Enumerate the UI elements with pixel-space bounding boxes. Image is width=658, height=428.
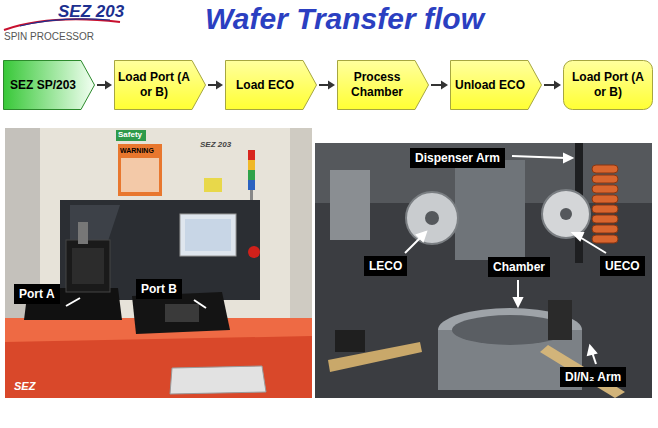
logo-subtitle: SPIN PROCESSOR: [4, 31, 94, 42]
arrow-head: [105, 81, 112, 90]
sticker-text: Safety: [118, 130, 142, 140]
arrow-head: [554, 81, 561, 90]
flow-connector: [431, 81, 448, 90]
chevron-outline: [115, 61, 206, 110]
box-label: Load Port (A or B): [567, 70, 649, 100]
part-name: Port A: [14, 284, 60, 304]
flow-connector: [319, 81, 335, 90]
part-name: LECO: [364, 256, 407, 276]
process-box: Load Port (A or B): [563, 60, 653, 110]
process-box: Process Chamber: [337, 60, 429, 110]
machine-badge: SEZ 203: [200, 140, 231, 149]
connector-line: [208, 84, 216, 86]
chevron-outline: [338, 61, 429, 110]
connector-line: [544, 84, 554, 86]
part-name: Dispenser Arm: [410, 148, 505, 168]
box-label: Load ECO: [236, 78, 294, 93]
box-label: SEZ SP/203: [10, 78, 76, 93]
part-name: Port B: [136, 279, 182, 299]
arrow-head: [328, 81, 335, 90]
process-box: Load Port (A or B): [114, 60, 206, 110]
box-label: Load Port (A or B): [118, 70, 190, 100]
box-label: Process Chamber: [341, 70, 413, 100]
start-box: SEZ SP/203: [3, 60, 95, 110]
connector-line: [431, 84, 441, 86]
part-name: DI/N₂ Arm: [560, 367, 626, 387]
diagram-title: Wafer Transfer flow: [205, 2, 484, 36]
tool-interior-photo: [315, 143, 652, 398]
tool-front-photo: [5, 128, 312, 398]
chevron-outline: [4, 61, 95, 110]
flow-connector: [97, 81, 112, 90]
process-box: Unload ECO: [450, 60, 542, 110]
flow-connector: [544, 81, 561, 90]
sticker-text: WARNING: [120, 146, 154, 155]
logo-text: SEZ 203: [58, 2, 124, 22]
arrow-head: [216, 81, 223, 90]
connector-line: [319, 84, 328, 86]
leader-lines: [66, 154, 606, 364]
arrow-head: [441, 81, 448, 90]
rounded-outline: [564, 61, 653, 110]
chevron-outline: [226, 61, 317, 110]
flow-connector: [208, 81, 223, 90]
chevron-outline: [451, 61, 542, 110]
machine-badge: SEZ: [14, 380, 35, 392]
connector-line: [97, 84, 105, 86]
box-label: Unload ECO: [455, 78, 525, 93]
process-box: Load ECO: [225, 60, 317, 110]
part-name: Chamber: [488, 257, 550, 277]
part-name: UECO: [600, 256, 645, 276]
